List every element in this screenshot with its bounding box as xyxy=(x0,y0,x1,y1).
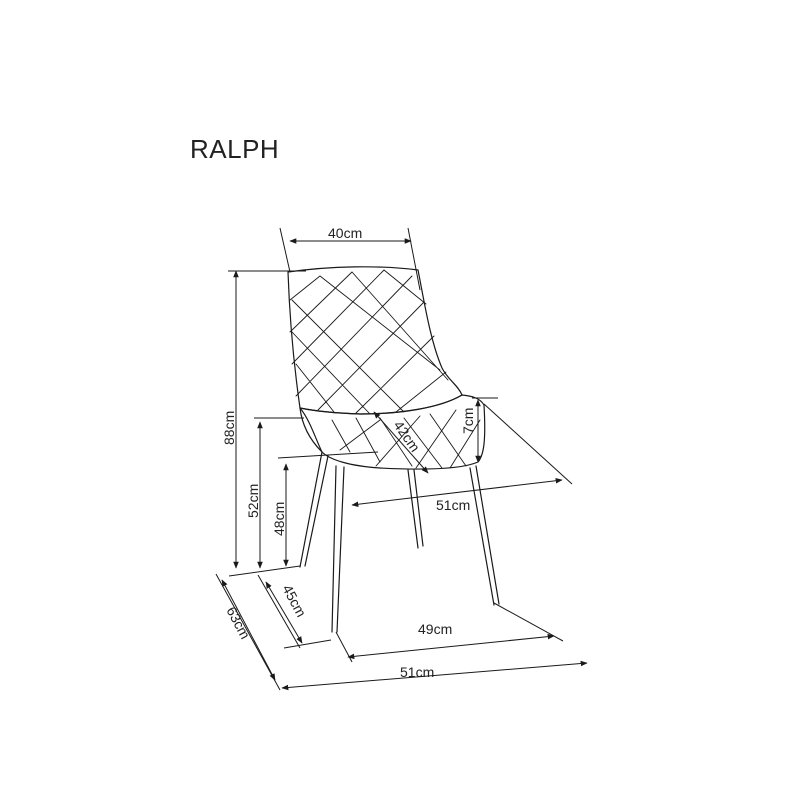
chair-leg-back-left xyxy=(299,451,323,568)
chair-leg-back-right-b xyxy=(413,469,424,547)
label-leg-depth: 45cm xyxy=(279,582,309,620)
label-seat-height-rear: 48cm xyxy=(271,502,287,536)
chair-leg-front-left xyxy=(331,465,337,633)
chair-leg-front-left-b xyxy=(336,466,345,633)
label-seat-back-width: 40cm xyxy=(328,225,362,241)
label-total-depth: 63cm xyxy=(223,604,253,642)
chair-drawing xyxy=(287,266,500,633)
chair-leg-back-left-b xyxy=(304,455,329,567)
label-leg-width: 49cm xyxy=(418,621,452,637)
label-armrest-height: 7cm xyxy=(460,408,476,434)
chair-leg-front-right-b xyxy=(475,465,500,605)
chair-leg-back-right xyxy=(407,469,419,549)
label-seat-width: 51cm xyxy=(436,497,470,513)
chair-backrest xyxy=(287,266,463,415)
backrest-quilting xyxy=(289,269,449,415)
label-seat-height-front: 52cm xyxy=(245,484,261,518)
label-base-width: 51cm xyxy=(400,664,434,680)
dimension-lines xyxy=(215,227,588,691)
label-total-height: 88cm xyxy=(221,411,237,445)
seat-side xyxy=(299,407,323,453)
dimension-labels: 40cm 88cm 52cm 48cm 42cm 7cm 51cm 45cm 6… xyxy=(221,225,476,680)
product-title: RALPH xyxy=(190,134,280,164)
